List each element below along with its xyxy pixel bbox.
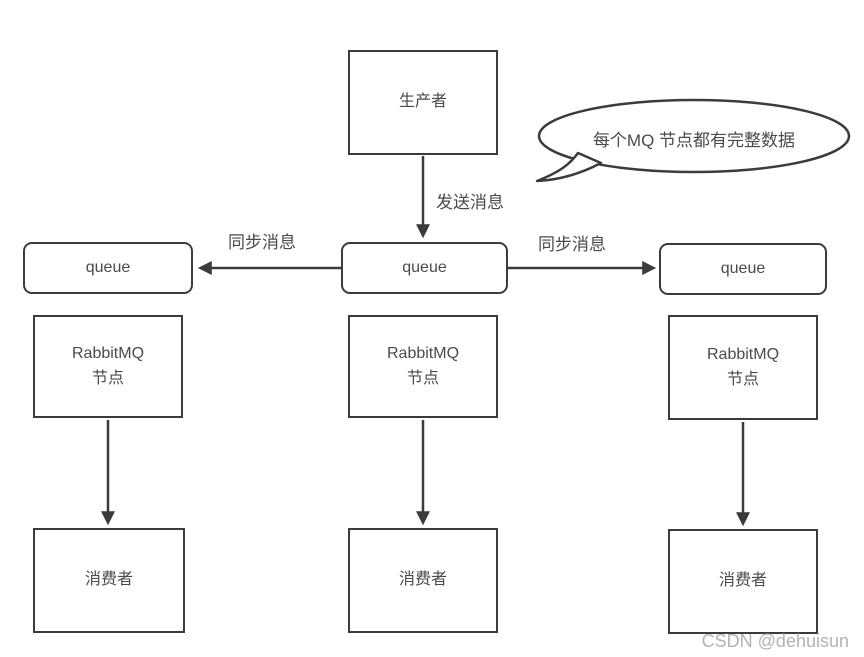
- consumer-box-right: 消费者: [668, 529, 818, 634]
- consumer-box-middle: 消费者: [348, 528, 498, 633]
- rabbitmq-node-label-middle: RabbitMQ 节点: [386, 344, 460, 387]
- rabbitmq-node-box-right: RabbitMQ 节点: [668, 315, 818, 420]
- rabbitmq-node-box-left: RabbitMQ 节点: [33, 315, 183, 418]
- consumer-box-left: 消费者: [33, 528, 185, 633]
- send-message-label: 发送消息: [436, 193, 504, 212]
- queue-box-middle: queue: [341, 242, 508, 294]
- rabbitmq-node-label-right: RabbitMQ 节点: [706, 345, 780, 388]
- queue-box-right: queue: [659, 243, 827, 295]
- queue-label-left: queue: [85, 258, 131, 276]
- consumer-label-right: 消费者: [718, 572, 767, 590]
- sync-message-label-right: 同步消息: [538, 235, 606, 254]
- rabbitmq-node-label-left: RabbitMQ 节点: [71, 344, 145, 387]
- producer-label: 生产者: [398, 93, 447, 111]
- rabbitmq-node-box-middle: RabbitMQ 节点: [348, 315, 498, 418]
- queue-box-left: queue: [23, 242, 193, 294]
- csdn-watermark: CSDN @dehuisun: [701, 631, 849, 651]
- producer-box: 生产者: [348, 50, 498, 155]
- queue-label-middle: queue: [402, 258, 447, 276]
- consumer-label-middle: 消费者: [398, 571, 447, 589]
- speech-bubble-text: 每个MQ 节点都有完整数据: [592, 131, 796, 150]
- sync-message-label-left: 同步消息: [228, 233, 296, 252]
- consumer-label-left: 消费者: [84, 571, 133, 589]
- queue-label-right: queue: [720, 259, 766, 277]
